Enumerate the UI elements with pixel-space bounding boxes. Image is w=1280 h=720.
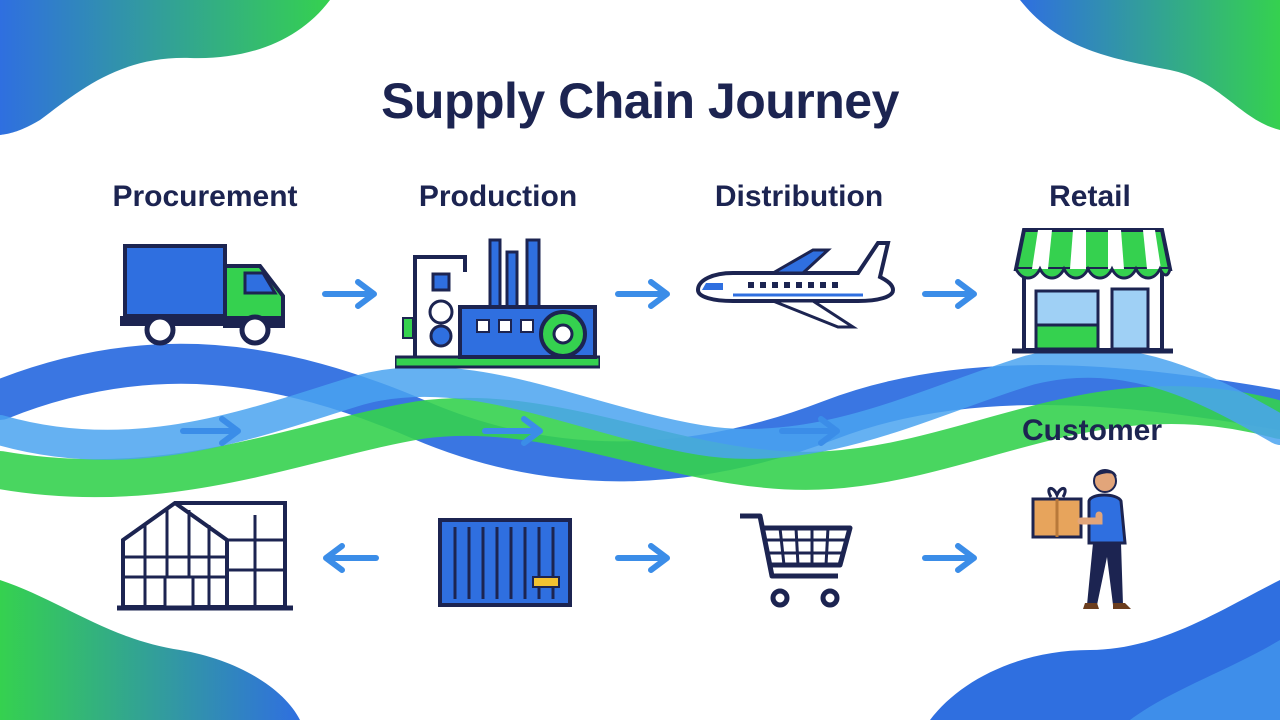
factory-icon (395, 238, 600, 369)
shipping-container-icon (438, 518, 572, 607)
stage-label-production: Production (418, 180, 578, 213)
corner-blob-top-left (0, 0, 330, 135)
wave-green (0, 385, 1280, 498)
wave-light-blue (0, 347, 1280, 460)
arrow-flow-1 (180, 416, 241, 446)
customer-with-package-icon (1031, 469, 1131, 609)
stage-label-customer: Customer (1021, 414, 1163, 447)
store-icon (1012, 228, 1173, 354)
truck-icon (120, 244, 285, 346)
diagram-title: Supply Chain Journey (381, 73, 899, 129)
arrow-procurement-to-production (322, 279, 377, 309)
arrow-container-to-cart (615, 543, 670, 573)
airplane-icon (695, 241, 896, 329)
arrow-cart-to-customer (922, 543, 977, 573)
corner-blob-top-right (1020, 0, 1280, 130)
arrow-flow-2 (482, 416, 543, 446)
stage-label-retail: Retail (1049, 180, 1131, 213)
arrow-flow-3 (779, 416, 840, 446)
warehouse-icon (117, 501, 293, 611)
stage-label-procurement: Procurement (112, 180, 298, 213)
stage-label-distribution: Distribution (714, 180, 884, 213)
corner-blob-bottom-left (0, 580, 300, 720)
arrow-distribution-to-retail (922, 279, 977, 309)
arrow-production-to-distribution (615, 279, 670, 309)
arrow-container-to-warehouse (323, 543, 379, 573)
shopping-cart-icon (740, 513, 853, 608)
